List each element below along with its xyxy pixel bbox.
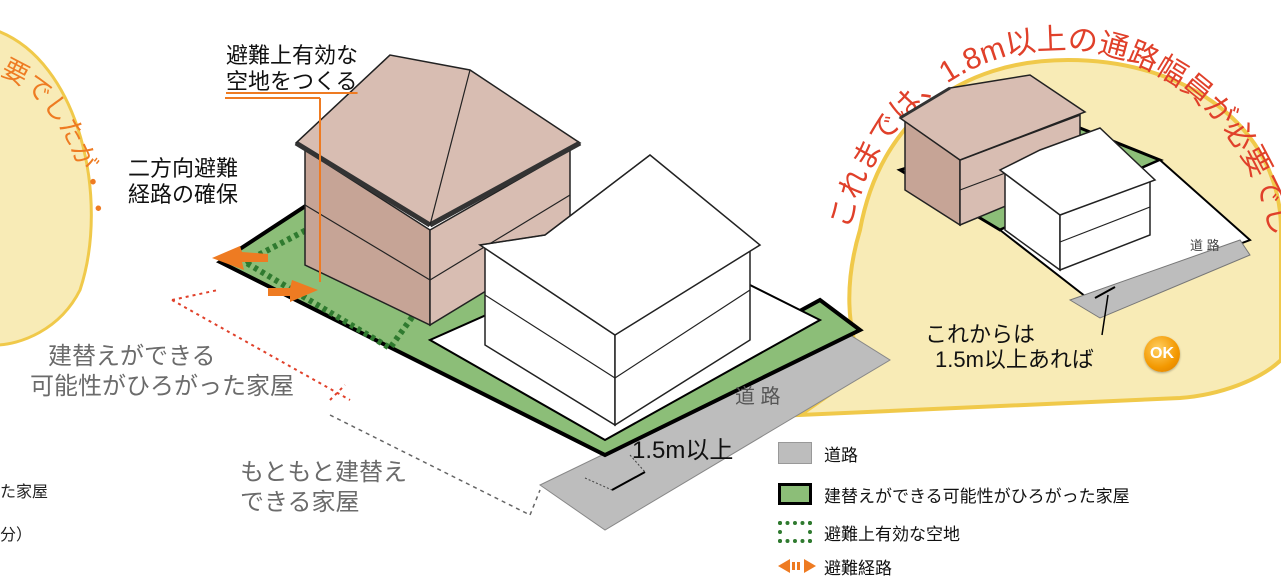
legend-item-open-space: 避難上有効な空地	[778, 518, 960, 546]
cut-left-text-1: た家屋	[0, 482, 49, 501]
legend-swatch-road	[778, 442, 812, 464]
legend-swatch-dotted	[778, 521, 812, 543]
evacuation-arrow-left	[212, 246, 268, 270]
from-now-text-1: これからは	[925, 322, 1035, 347]
from-now-text-2: 1.5m以上あれば	[935, 347, 1094, 372]
legend-item-road: 道路	[778, 439, 858, 467]
rebuild-label-1: 建替えができる	[48, 342, 216, 370]
bubble-width-marker	[1094, 286, 1116, 299]
width-label: 1.5m以上	[632, 437, 734, 464]
ok-badge: OK	[1144, 336, 1180, 372]
legend-item-evacuation: 避難経路	[778, 552, 892, 580]
pink-house	[294, 54, 582, 327]
width-marker	[611, 471, 646, 491]
legend-label-road: 道路	[824, 445, 858, 466]
legend-swatch-arrow	[778, 559, 816, 573]
gray-dotted-leader	[329, 414, 531, 516]
orig-label-2: できる家屋	[240, 488, 360, 516]
rebuild-label-2: 可能性がひろがった家屋	[30, 372, 294, 400]
orig-label-1: もともと建替え	[240, 458, 408, 486]
open-space-label-2: 空地をつくる	[226, 70, 358, 95]
left-bubble: 要でしたが・・	[0, 30, 114, 347]
open-space-label-1: 避難上有効な	[226, 44, 359, 69]
two-way-label-2: 経路の確保	[128, 183, 239, 208]
legend-label-green: 建替えができる可能性がひろがった家屋	[824, 486, 1130, 507]
main-scene: 道 路	[171, 54, 891, 531]
white-house	[477, 154, 762, 427]
two-way-label-1: 二方向避難	[128, 157, 239, 182]
bubble-road-label: 道 路	[1190, 238, 1220, 253]
bubble-scene: 道 路	[896, 74, 1252, 336]
legend-label-open-space: 避難上有効な空地	[824, 524, 960, 545]
cut-left-text-2: 分）	[0, 525, 33, 544]
evacuation-arrow-right	[268, 280, 318, 302]
legend-item-green: 建替えができる可能性がひろがった家屋	[778, 480, 1130, 508]
road-label: 道 路	[735, 385, 781, 408]
red-dotted-leader	[171, 299, 351, 401]
legend-swatch-green	[778, 483, 812, 505]
legend-label-evacuation: 避難経路	[824, 558, 892, 579]
